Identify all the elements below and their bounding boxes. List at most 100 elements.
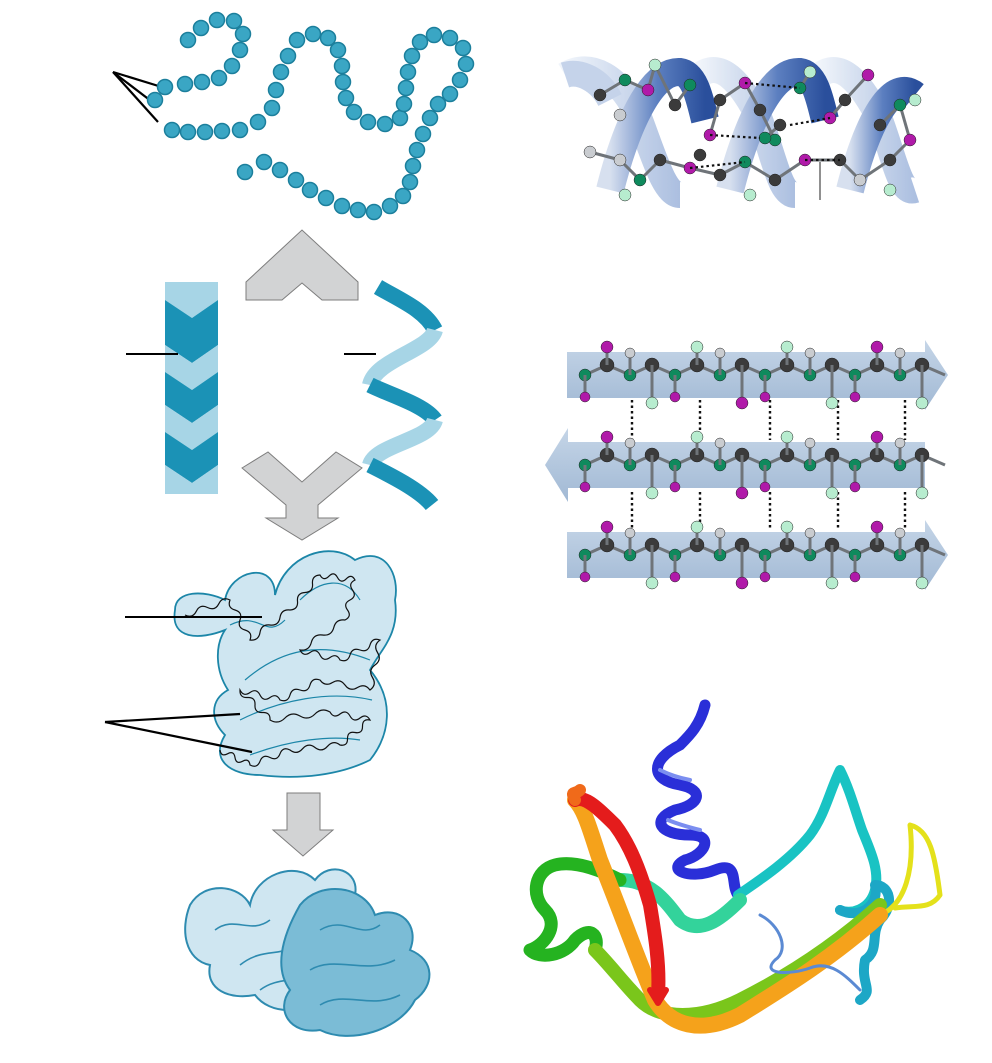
atom bbox=[653, 153, 667, 167]
atom bbox=[780, 340, 794, 354]
atom bbox=[600, 520, 614, 534]
atom bbox=[825, 576, 839, 590]
atom bbox=[804, 437, 816, 449]
atom bbox=[825, 396, 839, 410]
amino-acid-bead bbox=[213, 122, 231, 140]
atom bbox=[894, 437, 906, 449]
atom bbox=[714, 527, 726, 539]
atom bbox=[683, 78, 697, 92]
atom bbox=[861, 68, 875, 82]
ribbon-c-terminus-arrow bbox=[647, 987, 669, 1006]
amino-acid-bead bbox=[403, 47, 421, 65]
amino-acid-bead bbox=[333, 197, 351, 215]
ribbon-orangered-segment bbox=[566, 784, 586, 806]
beta-strand-zigzag bbox=[165, 282, 218, 494]
atom bbox=[735, 576, 749, 590]
amino-acid-bead bbox=[414, 125, 432, 143]
tertiary-label-pointer-b bbox=[104, 720, 253, 754]
atom bbox=[633, 173, 647, 187]
ribbon-blue-loop bbox=[758, 913, 862, 992]
split-arrow bbox=[245, 229, 359, 301]
amino-acid-bead bbox=[454, 39, 472, 57]
amino-acid-bead bbox=[334, 73, 352, 91]
amino-acid-bead bbox=[408, 141, 426, 159]
atom bbox=[804, 527, 816, 539]
atom bbox=[743, 188, 757, 202]
amino-acid-bead bbox=[236, 163, 254, 181]
amino-acid-bead bbox=[234, 25, 252, 43]
atom bbox=[641, 83, 655, 97]
secondary-structure-sketch bbox=[126, 280, 443, 511]
amino-acid-bead bbox=[223, 57, 241, 75]
amino-acid-bead bbox=[225, 12, 243, 30]
amino-acid-bead bbox=[441, 85, 459, 103]
atom bbox=[825, 486, 839, 500]
amino-acid-bead bbox=[288, 31, 306, 49]
amino-acid-bead bbox=[399, 63, 417, 81]
blob-tube-dark bbox=[280, 888, 431, 1037]
atom bbox=[713, 168, 727, 182]
atom bbox=[613, 108, 627, 122]
atom bbox=[870, 430, 884, 444]
amino-acid-bead bbox=[267, 81, 285, 99]
covalent-bond bbox=[653, 64, 677, 106]
atom bbox=[883, 183, 897, 197]
amino-acid-bead bbox=[192, 19, 210, 37]
amino-acid-bead bbox=[272, 63, 290, 81]
amino-acid-bead bbox=[263, 99, 281, 117]
ribbon-n-terminus-helix bbox=[652, 699, 744, 901]
atom bbox=[668, 98, 682, 112]
amino-acid-bead bbox=[391, 109, 409, 127]
amino-acid-bead bbox=[381, 197, 399, 215]
sheet-backbone-atoms bbox=[578, 340, 946, 590]
ribbon-structure bbox=[523, 699, 943, 1034]
ribbon-yellow-loop bbox=[877, 822, 943, 918]
atom bbox=[753, 103, 767, 117]
atom bbox=[690, 430, 704, 444]
amino-acid-bead bbox=[301, 181, 319, 199]
amino-acid-bead bbox=[146, 91, 164, 109]
atom bbox=[915, 396, 929, 410]
ribbon-teal-segment bbox=[733, 765, 882, 917]
atom bbox=[849, 391, 861, 403]
atom bbox=[903, 133, 917, 147]
amino-acid-bead bbox=[319, 29, 337, 47]
atom bbox=[645, 486, 659, 500]
atom bbox=[873, 118, 887, 132]
primary-structure-chain bbox=[112, 11, 475, 221]
amino-acid-bead bbox=[397, 79, 415, 97]
atom bbox=[894, 527, 906, 539]
amino-acid-bead bbox=[179, 123, 197, 141]
sheet-hydrogen-bonds bbox=[630, 400, 907, 530]
amino-acid-bead-chain bbox=[146, 11, 475, 221]
atom bbox=[618, 73, 632, 87]
atom bbox=[870, 340, 884, 354]
atom bbox=[583, 145, 597, 159]
amino-acid-bead bbox=[337, 89, 355, 107]
atom bbox=[579, 391, 591, 403]
atom bbox=[915, 576, 929, 590]
amino-acid-bead bbox=[271, 161, 289, 179]
atom bbox=[780, 520, 794, 534]
amino-acid-bead bbox=[279, 47, 297, 65]
atom bbox=[579, 481, 591, 493]
atom bbox=[579, 571, 591, 583]
amino-acid-bead bbox=[401, 173, 419, 191]
atom bbox=[759, 481, 771, 493]
ribbon-red-strand bbox=[568, 792, 666, 1002]
amino-acid-bead bbox=[441, 29, 459, 47]
atom bbox=[894, 347, 906, 359]
atom bbox=[849, 481, 861, 493]
tertiary-inner-tube bbox=[229, 582, 373, 756]
ribbon-darkgreen-segment bbox=[523, 857, 627, 962]
atom bbox=[759, 391, 771, 403]
atom bbox=[624, 437, 636, 449]
down-arrow bbox=[271, 792, 335, 857]
atom bbox=[773, 118, 787, 132]
atom bbox=[893, 98, 907, 112]
atom bbox=[690, 340, 704, 354]
amino-acid-bead bbox=[411, 33, 429, 51]
atom bbox=[870, 520, 884, 534]
amino-acid-bead bbox=[345, 103, 363, 121]
